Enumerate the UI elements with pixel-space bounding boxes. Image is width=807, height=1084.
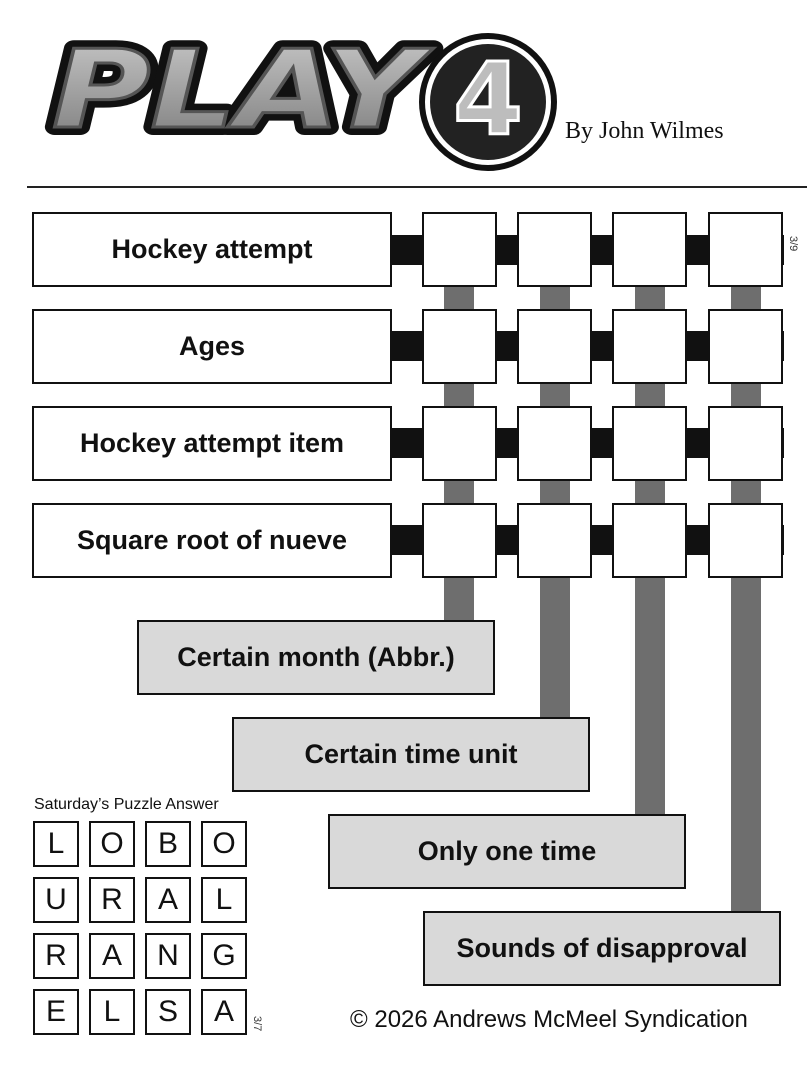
- copyright-notice: © 2026 Andrews McMeel Syndication: [350, 1006, 748, 1033]
- grid-cell-r1c3[interactable]: [612, 212, 687, 287]
- across-clue-1: Hockey attempt: [32, 212, 392, 287]
- grid-cell-r4c4[interactable]: [708, 503, 783, 578]
- grid-cell-r2c3[interactable]: [612, 309, 687, 384]
- previous-answer-cell: S: [145, 989, 191, 1035]
- grid-cell-r2c1[interactable]: [422, 309, 497, 384]
- previous-answer-cell: L: [201, 877, 247, 923]
- previous-answer-cell: N: [145, 933, 191, 979]
- down-clue-4: Sounds of disapproval: [423, 911, 781, 986]
- header-divider: [27, 186, 807, 188]
- grid-cell-r3c3[interactable]: [612, 406, 687, 481]
- svg-text:4: 4: [453, 41, 523, 158]
- previous-answer-cell: A: [201, 989, 247, 1035]
- logo-wordmark: PLAY PLAY: [44, 20, 442, 161]
- grid-cell-r2c2[interactable]: [517, 309, 592, 384]
- grid-cell-r1c2[interactable]: [517, 212, 592, 287]
- svg-text:PLAY: PLAY: [52, 28, 434, 153]
- previous-answer-cell: E: [33, 989, 79, 1035]
- column-connector-4: [731, 287, 761, 912]
- grid-cell-r3c2[interactable]: [517, 406, 592, 481]
- grid-cell-r4c1[interactable]: [422, 503, 497, 578]
- byline: By John Wilmes: [565, 118, 724, 144]
- down-clue-1: Certain month (Abbr.): [137, 620, 495, 695]
- grid-cell-r2c4[interactable]: [708, 309, 783, 384]
- previous-answer-cell: L: [89, 989, 135, 1035]
- puzzle-date-code: 3/9: [787, 236, 799, 252]
- previous-answer-cell: R: [89, 877, 135, 923]
- previous-answer-cell: O: [89, 821, 135, 867]
- previous-answer-cell: A: [89, 933, 135, 979]
- grid-cell-r3c1[interactable]: [422, 406, 497, 481]
- grid-cell-r4c3[interactable]: [612, 503, 687, 578]
- down-clue-3: Only one time: [328, 814, 686, 889]
- play4-logo: PLAY PLAY 4: [44, 20, 557, 171]
- previous-answer-date-code: 3/7: [251, 1016, 263, 1032]
- previous-answer-cell: A: [145, 877, 191, 923]
- svg-text:PLAY: PLAY: [52, 28, 434, 153]
- down-clue-2: Certain time unit: [232, 717, 590, 792]
- across-clue-3: Hockey attempt item: [32, 406, 392, 481]
- logo-number-badge: 4: [419, 33, 557, 171]
- previous-answer-cell: O: [201, 821, 247, 867]
- previous-answer-cell: U: [33, 877, 79, 923]
- previous-answer-cell: B: [145, 821, 191, 867]
- previous-answer-cell: G: [201, 933, 247, 979]
- previous-answer-cell: R: [33, 933, 79, 979]
- grid-cell-r1c4[interactable]: [708, 212, 783, 287]
- previous-answer-cell: L: [33, 821, 79, 867]
- grid-cell-r3c4[interactable]: [708, 406, 783, 481]
- across-clue-2: Ages: [32, 309, 392, 384]
- grid-cell-r1c1[interactable]: [422, 212, 497, 287]
- previous-answer-title: Saturday’s Puzzle Answer: [34, 796, 219, 813]
- grid-cell-r4c2[interactable]: [517, 503, 592, 578]
- across-clue-4: Square root of nueve: [32, 503, 392, 578]
